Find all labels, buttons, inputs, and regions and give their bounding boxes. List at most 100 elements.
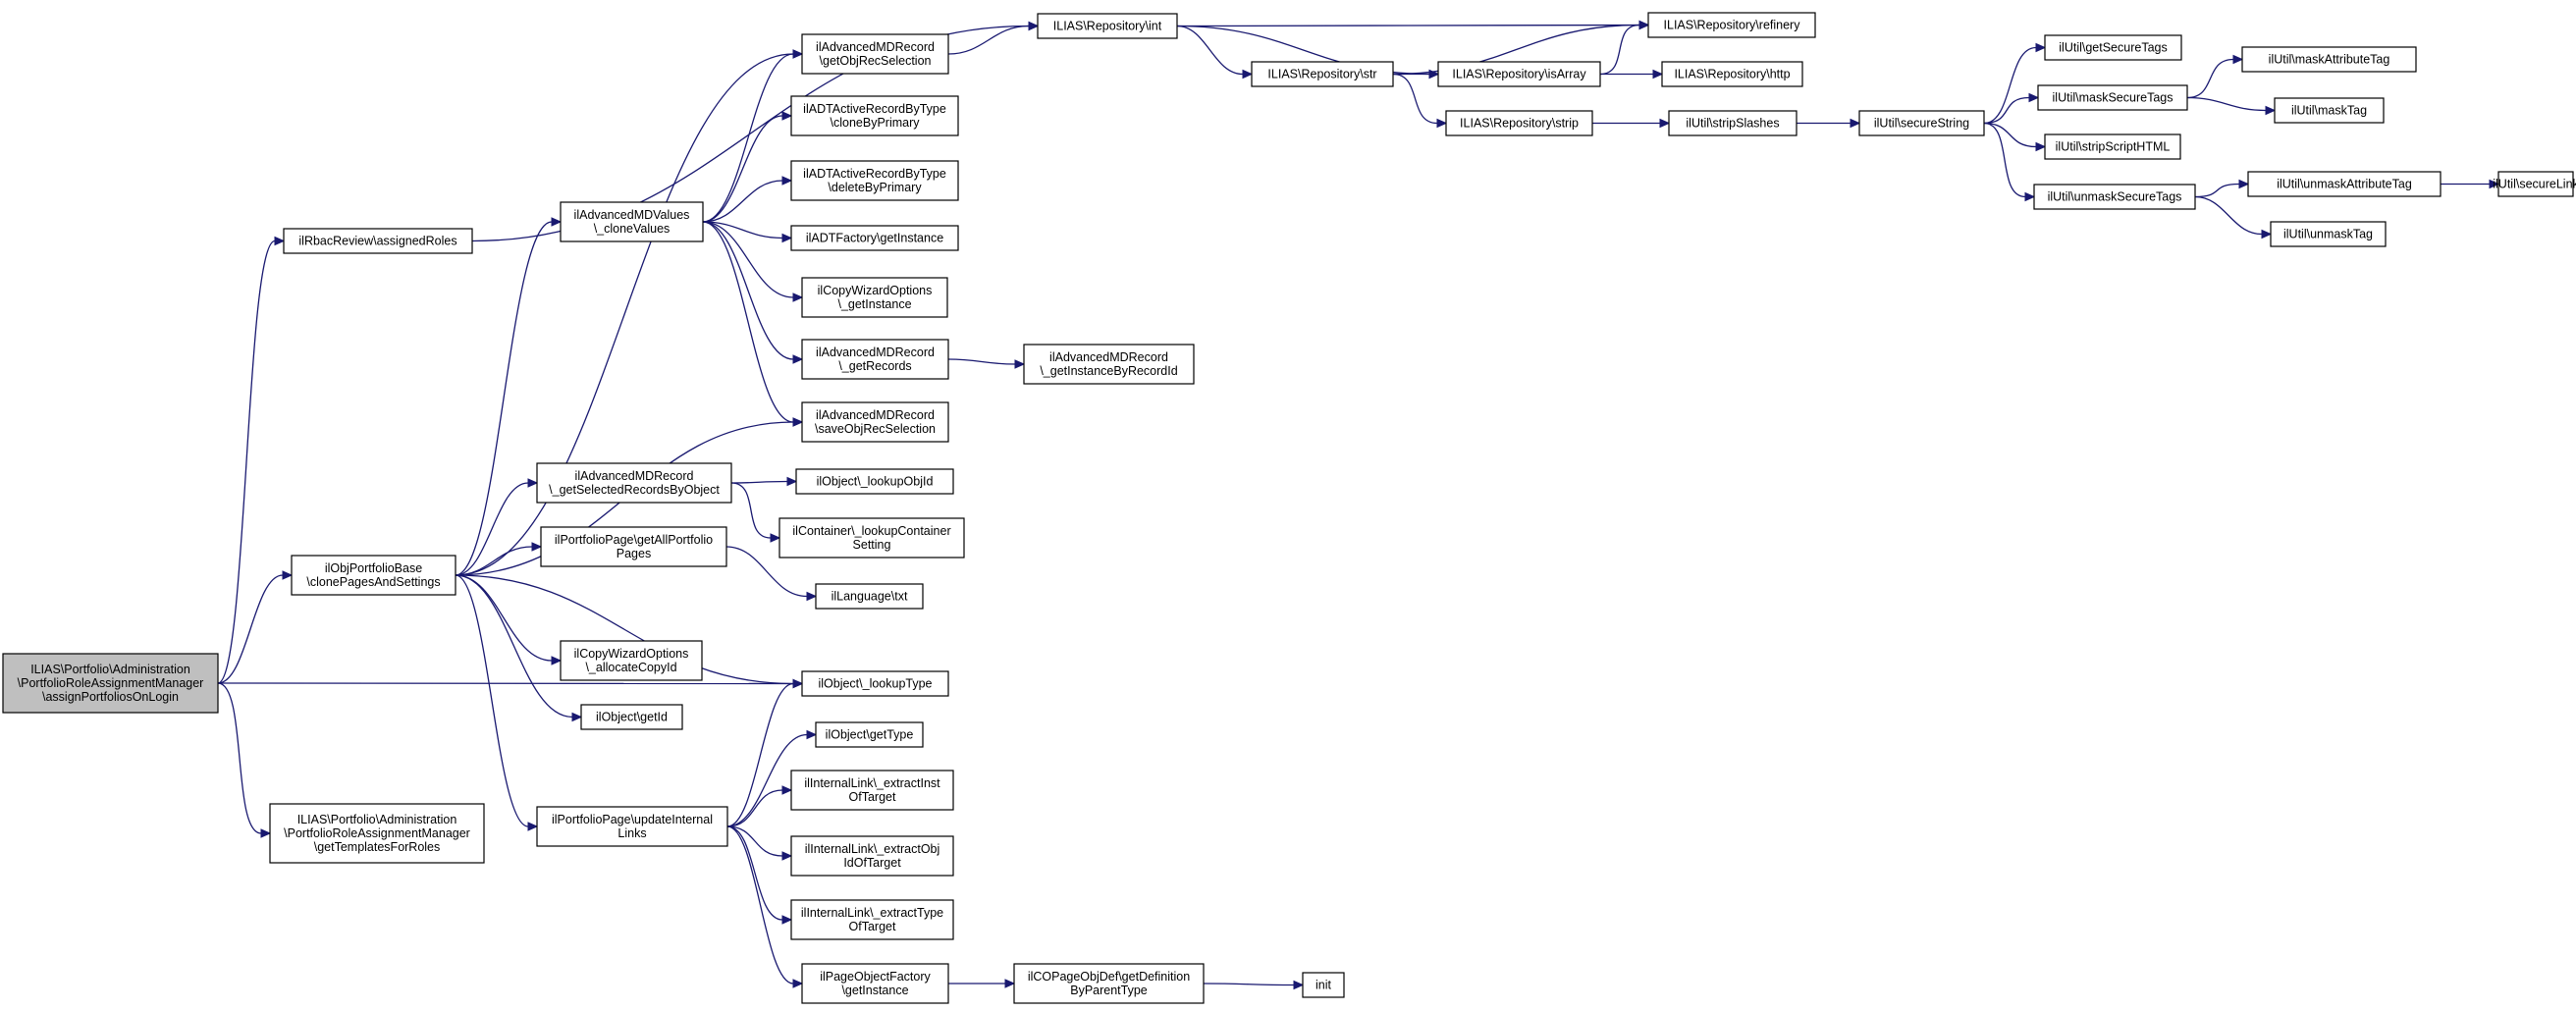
node-box[interactable] bbox=[1013, 963, 1205, 1004]
node-get-selected-recs[interactable]: ilAdvancedMDRecord\_getSelectedRecordsBy… bbox=[536, 462, 732, 504]
node-repo-http[interactable]: ILIAS\Repository\http bbox=[1661, 61, 1803, 87]
node-box[interactable] bbox=[2, 653, 219, 714]
node-box[interactable] bbox=[2044, 133, 2181, 160]
node-repo-strip[interactable]: ILIAS\Repository\strip bbox=[1445, 110, 1593, 136]
edge-arrowhead bbox=[551, 656, 563, 665]
node-page-obj-factory[interactable]: ilPageObjectFactory\getInstance bbox=[801, 963, 949, 1004]
node-box[interactable] bbox=[790, 160, 959, 201]
node-box[interactable] bbox=[1445, 110, 1593, 136]
node-adt-clone[interactable]: ilADTActiveRecordByType\cloneByPrimary bbox=[790, 95, 959, 136]
node-box[interactable] bbox=[801, 33, 949, 75]
edge-clone-values-to-adt-delete bbox=[702, 180, 783, 223]
node-mask-secure-tags[interactable]: ilUtil\maskSecureTags bbox=[2037, 84, 2188, 111]
node-box[interactable] bbox=[801, 339, 949, 380]
node-mask-attribute-tag[interactable]: ilUtil\maskAttributeTag bbox=[2241, 46, 2417, 73]
node-box[interactable] bbox=[291, 555, 456, 596]
node-get-records[interactable]: ilAdvancedMDRecord\_getRecords bbox=[801, 339, 949, 380]
node-mask-tag[interactable]: ilUtil\maskTag bbox=[2274, 97, 2385, 124]
node-box[interactable] bbox=[2044, 34, 2182, 61]
node-box[interactable] bbox=[1668, 110, 1798, 136]
node-unmask-secure-tags[interactable]: ilUtil\unmaskSecureTags bbox=[2033, 184, 2196, 210]
node-get-id[interactable]: ilObject\getId bbox=[580, 704, 683, 730]
node-strip-script-html[interactable]: ilUtil\stripScriptHTML bbox=[2044, 133, 2181, 160]
node-save-obj-rec[interactable]: ilAdvancedMDRecord\saveObjRecSelection bbox=[801, 401, 949, 443]
node-box[interactable] bbox=[790, 899, 954, 940]
node-lookup-type[interactable]: ilObject\_lookupType bbox=[801, 670, 949, 697]
node-box[interactable] bbox=[2270, 221, 2387, 247]
node-get-obj-rec[interactable]: ilAdvancedMDRecord\getObjRecSelection bbox=[801, 33, 949, 75]
node-secure-link[interactable]: ilUtil\secureLink bbox=[2493, 171, 2576, 197]
node-get-secure-tags[interactable]: ilUtil\getSecureTags bbox=[2044, 34, 2182, 61]
node-repo-is-array[interactable]: ILIAS\Repository\isArray bbox=[1437, 61, 1601, 87]
node-box[interactable] bbox=[801, 277, 948, 318]
node-unmask-attribute-tag[interactable]: ilUtil\unmaskAttributeTag bbox=[2247, 171, 2442, 197]
node-box[interactable] bbox=[269, 803, 485, 864]
node-box[interactable] bbox=[1437, 61, 1601, 87]
node-get-templates[interactable]: ILIAS\Portfolio\Administration\Portfolio… bbox=[269, 803, 485, 864]
node-init[interactable]: init bbox=[1302, 972, 1345, 998]
node-box[interactable] bbox=[536, 806, 728, 847]
node-box[interactable] bbox=[2497, 171, 2574, 197]
node-box[interactable] bbox=[795, 468, 954, 495]
node-clone-pages[interactable]: ilObjPortfolioBase\clonePagesAndSettings bbox=[291, 555, 456, 596]
node-box[interactable] bbox=[1251, 61, 1394, 87]
node-repo-str[interactable]: ILIAS\Repository\str bbox=[1251, 61, 1394, 87]
node-box[interactable] bbox=[560, 640, 703, 681]
node-box[interactable] bbox=[283, 228, 473, 254]
node-box[interactable] bbox=[790, 225, 959, 251]
node-box[interactable] bbox=[1037, 13, 1178, 39]
node-label-line: ilUtil\maskTag bbox=[2291, 104, 2367, 118]
node-obj-get-type[interactable]: ilObject\getType bbox=[815, 721, 924, 748]
node-box[interactable] bbox=[560, 201, 704, 242]
node-label-line: ilObjPortfolioBase bbox=[325, 561, 422, 575]
node-box[interactable] bbox=[801, 670, 949, 697]
node-box[interactable] bbox=[2247, 171, 2442, 197]
node-get-inst-by-rec[interactable]: ilAdvancedMDRecord\_getInstanceByRecordI… bbox=[1023, 344, 1195, 385]
node-box[interactable] bbox=[790, 95, 959, 136]
node-strip-slashes[interactable]: ilUtil\stripSlashes bbox=[1668, 110, 1798, 136]
node-box[interactable] bbox=[790, 835, 954, 877]
node-box[interactable] bbox=[580, 704, 683, 730]
node-clone-values[interactable]: ilAdvancedMDValues\_cloneValues bbox=[560, 201, 704, 242]
node-lookup-obj-id[interactable]: ilObject\_lookupObjId bbox=[795, 468, 954, 495]
edge-arrowhead bbox=[2238, 179, 2250, 189]
node-box[interactable] bbox=[1661, 61, 1803, 87]
node-label-line: ilUtil\secureLink bbox=[2493, 178, 2576, 191]
node-allocate-copy-id[interactable]: ilCopyWizardOptions\_allocateCopyId bbox=[560, 640, 703, 681]
node-box[interactable] bbox=[2033, 184, 2196, 210]
node-box[interactable] bbox=[790, 770, 954, 811]
node-box[interactable] bbox=[778, 517, 965, 559]
node-box[interactable] bbox=[2241, 46, 2417, 73]
node-root[interactable]: ILIAS\Portfolio\Administration\Portfolio… bbox=[2, 653, 219, 714]
node-box[interactable] bbox=[2274, 97, 2385, 124]
node-assigned-roles[interactable]: ilRbacReview\assignedRoles bbox=[283, 228, 473, 254]
node-label-line: \getObjRecSelection bbox=[820, 54, 932, 68]
node-adt-factory[interactable]: ilADTFactory\getInstance bbox=[790, 225, 959, 251]
node-adt-delete[interactable]: ilADTActiveRecordByType\deleteByPrimary bbox=[790, 160, 959, 201]
node-repo-int[interactable]: ILIAS\Repository\int bbox=[1037, 13, 1178, 39]
node-lang-txt[interactable]: ilLanguage\txt bbox=[815, 583, 924, 610]
node-box[interactable] bbox=[1023, 344, 1195, 385]
node-box[interactable] bbox=[536, 462, 732, 504]
node-box[interactable] bbox=[801, 963, 949, 1004]
node-box[interactable] bbox=[540, 526, 727, 567]
node-box[interactable] bbox=[815, 583, 924, 610]
node-unmask-tag[interactable]: ilUtil\unmaskTag bbox=[2270, 221, 2387, 247]
node-box[interactable] bbox=[1647, 12, 1816, 38]
node-box[interactable] bbox=[2037, 84, 2188, 111]
node-box[interactable] bbox=[815, 721, 924, 748]
node-secure-string[interactable]: ilUtil\secureString bbox=[1858, 110, 1985, 136]
node-box[interactable] bbox=[801, 401, 949, 443]
node-box[interactable] bbox=[1858, 110, 1985, 136]
node-copy-wiz-get[interactable]: ilCopyWizardOptions\_getInstance bbox=[801, 277, 948, 318]
node-repo-refinery[interactable]: ILIAS\Repository\refinery bbox=[1647, 12, 1816, 38]
edge-clone-pages-to-clone-values bbox=[455, 221, 553, 576]
node-box[interactable] bbox=[1302, 972, 1345, 998]
